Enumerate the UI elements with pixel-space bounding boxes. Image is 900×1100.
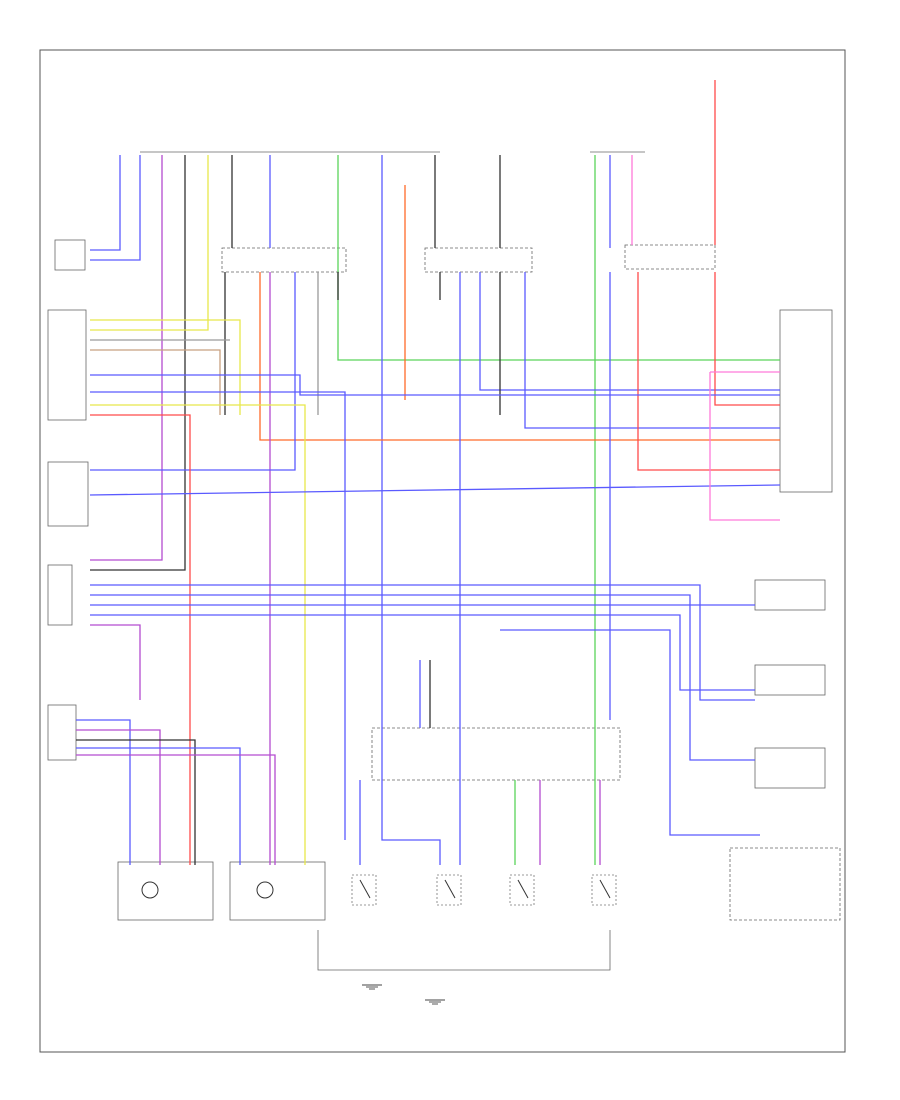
- wire-blue: [90, 374, 780, 396]
- wire-brown: [90, 349, 221, 415]
- right-sensor-1: [754, 579, 826, 611]
- switch-symbol: [509, 874, 535, 906]
- wire-orange: [259, 272, 780, 441]
- wire-yellow: [90, 319, 241, 415]
- wire-blue: [90, 584, 755, 701]
- switch-symbol-group: [141, 874, 617, 906]
- wire-blue: [90, 391, 346, 840]
- wire-blue: [90, 272, 296, 471]
- left-connector-5: [47, 704, 77, 761]
- switch-contact: [256, 881, 274, 899]
- junction-box-right: [624, 244, 716, 270]
- wire-blue: [76, 719, 131, 865]
- wire-group: [76, 80, 781, 865]
- switch-symbol: [591, 874, 617, 906]
- bottom-switch-box-1: [117, 861, 214, 921]
- wire-violet: [90, 624, 141, 700]
- wire-yellow: [90, 155, 209, 331]
- wire-pink: [709, 372, 780, 521]
- junction-box-left: [221, 247, 347, 273]
- wire-green: [337, 155, 780, 361]
- wire-blue: [90, 614, 755, 691]
- left-connector-4: [47, 564, 73, 626]
- ground-symbol-group: [362, 984, 445, 1005]
- junction-box-center: [424, 247, 533, 273]
- left-connector-2: [47, 309, 87, 421]
- wire-violet: [76, 754, 276, 865]
- right-switch-box: [729, 847, 841, 921]
- ground-bus: [317, 930, 611, 971]
- wire-violet: [90, 155, 163, 561]
- right-sensor-3: [754, 747, 826, 789]
- wire-black: [90, 155, 186, 571]
- wire-blue: [90, 594, 755, 761]
- wire-violet: [76, 729, 161, 865]
- wire-blue: [76, 747, 241, 865]
- switch-contact: [141, 881, 159, 899]
- right-module: [779, 309, 833, 493]
- wire-blue: [500, 629, 760, 836]
- bottom-switch-box-2: [229, 861, 326, 921]
- left-connector-3: [47, 461, 89, 527]
- wire-black: [76, 739, 196, 865]
- wire-blue: [524, 272, 780, 429]
- wire-blue: [381, 155, 441, 865]
- wire-blue: [90, 155, 121, 251]
- right-sensor-2: [754, 664, 826, 696]
- wire-red: [714, 272, 780, 406]
- wire-red: [637, 272, 780, 471]
- left-connector-1: [54, 239, 86, 271]
- ground-symbol: [362, 984, 382, 990]
- center-module: [371, 727, 621, 781]
- ground-symbol: [425, 999, 445, 1005]
- wire-blue: [90, 155, 141, 261]
- wire-blue: [89, 484, 781, 496]
- wire-yellow: [90, 404, 306, 865]
- switch-symbol: [436, 874, 462, 906]
- switch-symbol: [351, 874, 377, 906]
- wire-blue: [479, 272, 780, 391]
- diagram-frame: [39, 49, 846, 1053]
- wire-red: [90, 414, 191, 865]
